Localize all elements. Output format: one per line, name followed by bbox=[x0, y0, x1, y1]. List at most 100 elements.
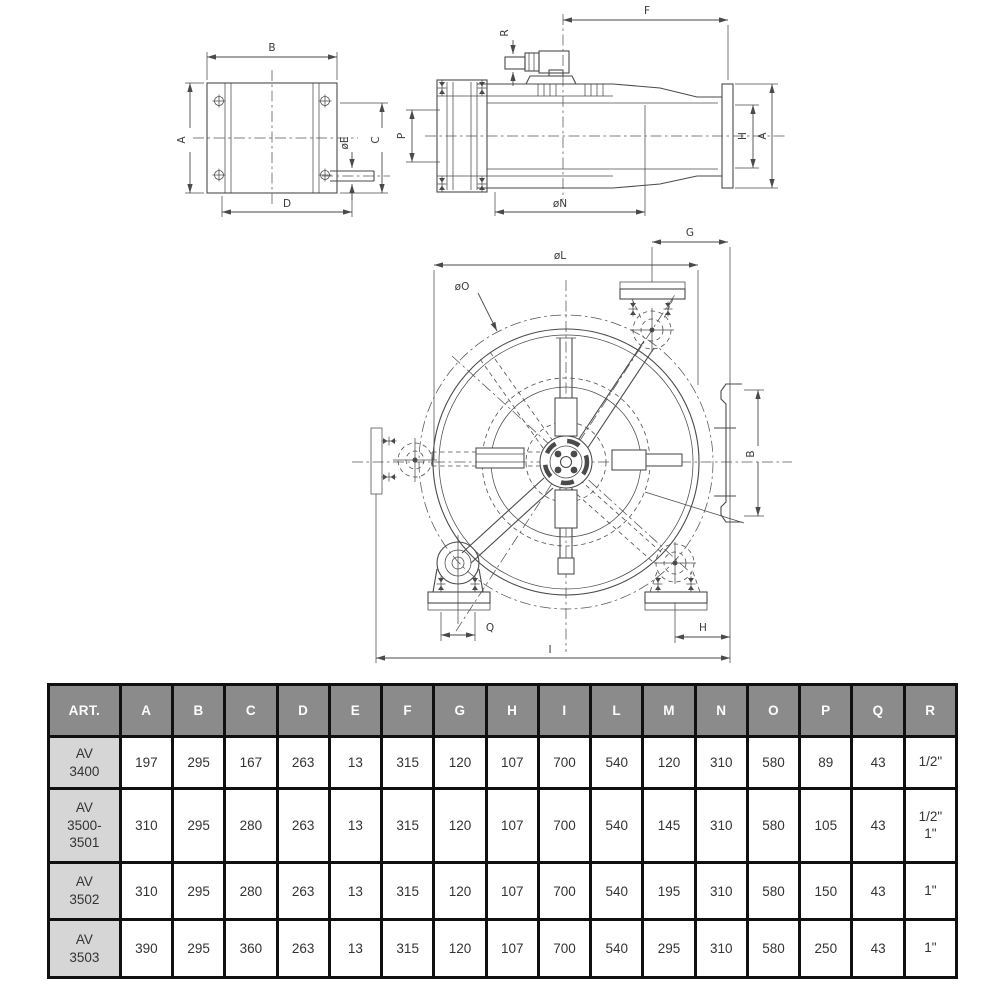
cell: 1/2" bbox=[902, 735, 959, 790]
dim-label-c: C bbox=[370, 136, 382, 143]
cell: 315 bbox=[380, 918, 436, 979]
cell: 150 bbox=[798, 861, 854, 921]
col-header-q: Q bbox=[850, 683, 906, 738]
cell: 310 bbox=[693, 918, 749, 979]
cell: 390 bbox=[118, 918, 175, 979]
dim-label-g: G bbox=[686, 227, 694, 239]
row-art-code: AV 3400 bbox=[47, 735, 122, 790]
table-row-av3502: AV 3502 310 295 280 263 13 315 120 107 7… bbox=[47, 861, 959, 921]
cell: 295 bbox=[641, 918, 697, 979]
table-row-av3503: AV 3503 390 295 360 263 13 315 120 107 7… bbox=[47, 918, 959, 979]
cell: 105 bbox=[798, 787, 854, 864]
cell: 120 bbox=[432, 787, 488, 864]
col-header-p: P bbox=[798, 683, 854, 738]
dim-label-e: øE bbox=[339, 136, 351, 149]
table-header-row: ART. A B C D E F G H I L M N O P Q R bbox=[47, 683, 959, 738]
cell: 280 bbox=[223, 787, 279, 864]
cell: 13 bbox=[327, 918, 384, 979]
col-header-n: N bbox=[693, 683, 749, 738]
cell: 120 bbox=[432, 735, 488, 790]
col-header-b: B bbox=[170, 683, 227, 738]
cell: 295 bbox=[170, 735, 227, 790]
cell: 295 bbox=[170, 918, 227, 979]
cell: 580 bbox=[745, 735, 802, 790]
dim-label-b-reel: B bbox=[745, 450, 757, 457]
cell: 120 bbox=[641, 735, 697, 790]
cell: 43 bbox=[850, 735, 906, 790]
col-header-l: L bbox=[589, 683, 645, 738]
dim-label-r: R bbox=[499, 29, 511, 36]
cell: 295 bbox=[170, 787, 227, 864]
reel-front-view: G øL øO B Q H I bbox=[352, 227, 792, 663]
cell: 1/2" 1" bbox=[902, 787, 959, 864]
cell: 580 bbox=[745, 861, 802, 921]
cell: 700 bbox=[536, 861, 593, 921]
cell: 107 bbox=[484, 861, 540, 921]
cell: 120 bbox=[432, 861, 488, 921]
cell: 540 bbox=[589, 787, 645, 864]
cell: 310 bbox=[118, 861, 175, 921]
dim-label-a1: A bbox=[176, 136, 188, 144]
technical-drawing: B A C øE D bbox=[176, 5, 792, 663]
cell: 580 bbox=[745, 918, 802, 979]
cell: 107 bbox=[484, 918, 540, 979]
cell: 700 bbox=[536, 735, 593, 790]
cell: 310 bbox=[693, 861, 749, 921]
cell: 310 bbox=[693, 735, 749, 790]
cell: 315 bbox=[380, 735, 436, 790]
cell: 360 bbox=[223, 918, 279, 979]
cell: 315 bbox=[380, 861, 436, 921]
cell: 263 bbox=[275, 861, 331, 921]
cell: 580 bbox=[745, 787, 802, 864]
dim-label-q: Q bbox=[486, 622, 494, 634]
cell: 145 bbox=[641, 787, 697, 864]
dim-label-n: øN bbox=[553, 198, 567, 210]
cell: 120 bbox=[432, 918, 488, 979]
col-header-i: I bbox=[536, 683, 593, 738]
dim-label-i: I bbox=[548, 644, 551, 656]
col-header-o: O bbox=[745, 683, 802, 738]
dimensions-table: ART. A B C D E F G H I L M N O P Q R AV … bbox=[47, 683, 959, 979]
row-art-code: AV 3500- 3501 bbox=[47, 787, 122, 864]
cell: 315 bbox=[380, 787, 436, 864]
dim-label-p: P bbox=[396, 133, 408, 139]
table-row-av3500-3501: AV 3500- 3501 310 295 280 263 13 315 120… bbox=[47, 787, 959, 864]
side-view: F R P H A øN bbox=[396, 5, 788, 216]
row-art-code: AV 3503 bbox=[47, 918, 122, 979]
cell: 250 bbox=[798, 918, 854, 979]
cell: 107 bbox=[484, 735, 540, 790]
dim-label-b1: B bbox=[268, 42, 275, 54]
cell: 43 bbox=[850, 918, 906, 979]
cell: 107 bbox=[484, 787, 540, 864]
cell: 700 bbox=[536, 918, 593, 979]
col-header-art: ART. bbox=[47, 683, 122, 738]
dim-label-d: D bbox=[283, 198, 291, 210]
col-header-g: G bbox=[432, 683, 488, 738]
cell: 13 bbox=[327, 735, 384, 790]
cell: 700 bbox=[536, 787, 593, 864]
cell: 310 bbox=[118, 787, 175, 864]
cell: 295 bbox=[170, 861, 227, 921]
front-view: B A C øE D bbox=[176, 42, 390, 217]
cell: 167 bbox=[223, 735, 279, 790]
cell: 13 bbox=[327, 787, 384, 864]
cell: 540 bbox=[589, 918, 645, 979]
dim-label-o: øO bbox=[455, 281, 470, 293]
cell: 540 bbox=[589, 735, 645, 790]
col-header-a: A bbox=[118, 683, 175, 738]
col-header-e: E bbox=[327, 683, 384, 738]
dim-label-h-reel: H bbox=[699, 622, 707, 634]
col-header-r: R bbox=[902, 683, 959, 738]
cell: 1" bbox=[902, 918, 959, 979]
cell: 263 bbox=[275, 787, 331, 864]
cell: 13 bbox=[327, 861, 384, 921]
table-row-av3400: AV 3400 197 295 167 263 13 315 120 107 7… bbox=[47, 735, 959, 790]
dim-label-f: F bbox=[644, 5, 650, 17]
cell: 89 bbox=[798, 735, 854, 790]
cell: 43 bbox=[850, 787, 906, 864]
cell: 195 bbox=[641, 861, 697, 921]
dim-label-h-side: H bbox=[737, 132, 749, 140]
cell: 540 bbox=[589, 861, 645, 921]
dim-label-a-side: A bbox=[757, 132, 769, 140]
